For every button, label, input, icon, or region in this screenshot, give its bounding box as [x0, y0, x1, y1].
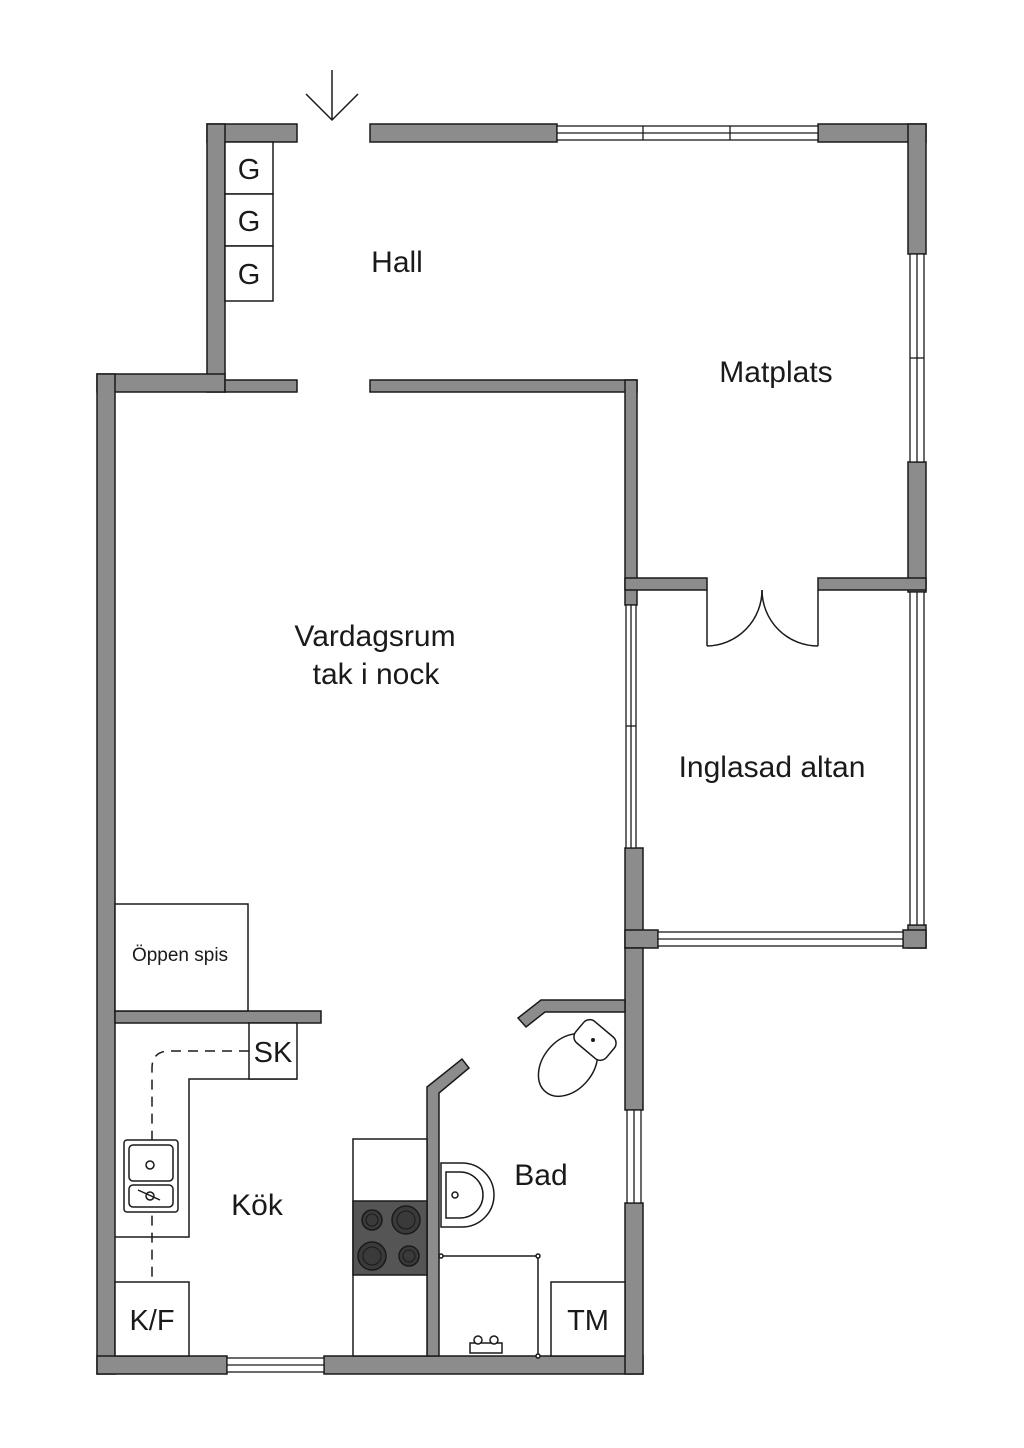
- wall-altan-top-left: [624, 577, 708, 591]
- washing-machine-box: [550, 1281, 626, 1357]
- wall-bath-angle-top: [516, 999, 626, 1029]
- faucet-icon: [469, 1335, 503, 1354]
- wall-right-top-1: [907, 123, 927, 255]
- wall-bath-right-upper: [624, 947, 644, 1111]
- wardrobe-box-1: [224, 141, 274, 195]
- wall-hall-divider-right: [369, 379, 638, 393]
- room-label-matplats: Matplats: [719, 356, 832, 389]
- stove-icon: [352, 1200, 428, 1276]
- washing-machine-label: TM: [567, 1305, 609, 1337]
- wall-living-right-upper: [624, 379, 638, 606]
- room-label-vardagsrum: Vardagsrum: [294, 620, 455, 653]
- wall-bottom-right: [323, 1355, 644, 1375]
- wall-altan-top-right: [817, 577, 927, 591]
- wall-outer-left: [96, 373, 116, 1375]
- toilet-icon: [537, 1018, 617, 1098]
- windows: [226, 125, 925, 1373]
- wall-bath-right-lower: [624, 1202, 644, 1375]
- fireplace-label: Öppen spis: [132, 945, 228, 966]
- wardrobe-box-3: [224, 245, 274, 302]
- sink-icon: [123, 1139, 179, 1213]
- wall-hall-divider-left: [224, 379, 298, 393]
- entrance-arrow-icon: [305, 70, 359, 122]
- fridge-box: [114, 1281, 190, 1357]
- wardrobes: G G G: [224, 141, 274, 302]
- wall-altan-bottom-left: [624, 929, 659, 949]
- kitchen-fixtures: SK K/F: [114, 1022, 428, 1357]
- wall-top-mid: [369, 123, 558, 143]
- room-label-kok: Kök: [231, 1189, 284, 1222]
- wardrobe-label-2: G: [238, 206, 261, 238]
- wall-kitchen-top: [114, 1010, 322, 1024]
- wall-bottom-left: [96, 1355, 228, 1375]
- cabinet-label: SK: [254, 1037, 293, 1069]
- wall-step: [96, 373, 226, 393]
- wardrobe-box-2: [224, 193, 274, 247]
- double-door: [706, 589, 819, 647]
- room-label-bad: Bad: [514, 1159, 567, 1192]
- room-label-hall: Hall: [371, 246, 423, 279]
- dashed-line: [151, 1050, 249, 1282]
- bathroom-fixtures: TM: [438, 1018, 626, 1359]
- room-label-inglasad-altan: Inglasad altan: [679, 751, 866, 784]
- fireplace-box: [114, 903, 249, 1012]
- room-label-vardagsrum-sub: tak i nock: [313, 658, 441, 691]
- fridge-label: K/F: [129, 1305, 174, 1337]
- walls: [96, 123, 927, 1375]
- wardrobe-label-1: G: [238, 154, 261, 186]
- wall-right-top-2: [907, 461, 927, 593]
- washbasin-icon: [440, 1162, 495, 1228]
- wardrobe-label-3: G: [238, 259, 261, 291]
- wall-altan-bottom-right: [902, 929, 927, 949]
- wall-hall-left: [206, 123, 226, 393]
